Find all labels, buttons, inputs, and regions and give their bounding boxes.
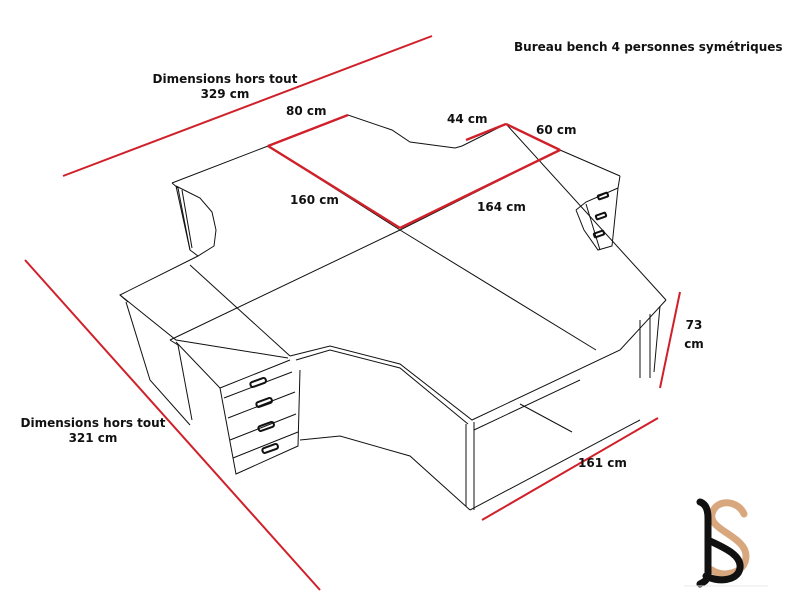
drawing-title: Bureau bench 4 personnes symétriques	[514, 40, 783, 54]
dim-60: 60 cm	[536, 123, 577, 137]
desk-outline	[119, 114, 667, 511]
drawer-handles	[249, 191, 610, 454]
overall-depth-value: 321 cm	[68, 431, 118, 445]
overall-dimension-lines	[24, 35, 681, 591]
overall-depth-label: Dimensions hors tout 321 cm	[18, 416, 168, 446]
overall-depth-caption: Dimensions hors tout	[20, 416, 166, 430]
dim-height: 73 cm	[682, 318, 706, 352]
dim-height-value: 73	[685, 318, 703, 332]
overall-width-label: Dimensions hors tout 329 cm	[140, 72, 310, 102]
overall-width-caption: Dimensions hors tout	[152, 72, 298, 86]
overall-width-value: 329 cm	[200, 87, 250, 101]
dim-height-unit: cm	[684, 337, 704, 351]
dim-80: 80 cm	[286, 104, 327, 118]
dim-164: 164 cm	[477, 200, 526, 214]
detail-dimension-lines	[267, 113, 561, 230]
dim-44: 44 cm	[447, 112, 488, 126]
dim-160: 160 cm	[290, 193, 339, 207]
bs-monogram-logo-icon	[684, 498, 768, 588]
dim-161: 161 cm	[578, 456, 627, 470]
